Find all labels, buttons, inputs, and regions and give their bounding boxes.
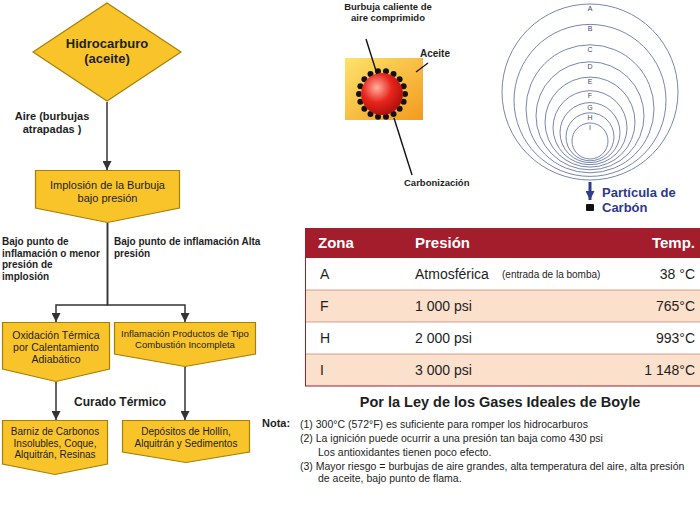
particle-label: Partícula de Carbón xyxy=(602,186,698,216)
callout-label: Aceite xyxy=(420,48,470,60)
text-wrap: Oxidación Térmica por Calentamiento Adia… xyxy=(2,322,110,381)
leader-line xyxy=(416,63,428,72)
decision-diamond xyxy=(33,3,181,101)
connector xyxy=(55,382,57,420)
table-cell: 38 °C xyxy=(615,266,695,282)
process-shape xyxy=(115,323,256,367)
node-text: Barniz de Carbonos Insolubles, Coque, Al… xyxy=(7,426,103,461)
node-text: Hidrocarburo (aceite) xyxy=(57,37,157,67)
contour-line xyxy=(553,91,627,165)
zone-letter: I xyxy=(585,124,595,131)
node-text: Implosión de la Burbuja bajo presión xyxy=(40,179,175,204)
zone-letter: H xyxy=(585,114,595,121)
oil-block xyxy=(345,58,423,120)
result-box: Depósitos de Hollín, Alquitrán y Sedimen… xyxy=(122,420,250,463)
zone-letter: C xyxy=(585,46,595,53)
table-cell: Atmosférica xyxy=(415,266,501,282)
note-heading: Nota: xyxy=(262,417,300,430)
table-cell: H xyxy=(320,330,360,346)
zone-letter: F xyxy=(585,92,595,99)
carbon-particle xyxy=(586,204,594,211)
table-cell: F xyxy=(320,298,360,314)
arrow xyxy=(589,182,592,200)
table-border xyxy=(306,229,700,387)
table-header: Presión xyxy=(415,234,535,251)
process-box: Oxidación Térmica por Calentamiento Adia… xyxy=(2,322,110,382)
zone-letter: D xyxy=(585,63,595,70)
contour-line xyxy=(545,77,635,167)
zone-letter: B xyxy=(585,25,595,32)
leader-line xyxy=(394,118,412,175)
leader-line xyxy=(366,39,377,74)
hot-bubble xyxy=(361,73,403,115)
contour-line xyxy=(560,103,620,163)
table-row xyxy=(305,322,700,354)
contour-line xyxy=(514,24,666,176)
table-cell: 993°C xyxy=(615,330,695,346)
table-row xyxy=(305,290,700,322)
node-text: Depósitos de Hollín, Alquitrán y Sedimen… xyxy=(127,426,245,449)
node-text: Inflamación Productos de Tipo Combustión… xyxy=(119,329,251,351)
contour-line xyxy=(502,4,678,180)
table-cell: (entrada de la bomba) xyxy=(502,269,614,281)
table-cell: 2 000 psi xyxy=(415,330,565,346)
note-text: Los antioxidantes tienen poco efecto. xyxy=(318,446,696,458)
contour-line xyxy=(536,62,644,170)
connector xyxy=(106,102,108,170)
text-wrap: Depósitos de Hollín, Alquitrán y Sedimen… xyxy=(122,420,250,463)
process-shape xyxy=(3,323,110,382)
text-wrap: Implosión de la Burbuja bajo presión xyxy=(35,170,180,222)
edge-label: Bajo punto de inflamación Alta presión xyxy=(114,236,264,259)
table-row xyxy=(305,354,700,386)
edge-label: Bajo punto de inflamación o menor presió… xyxy=(2,236,102,282)
table-header: Temp. xyxy=(600,234,695,251)
text-wrap: Barniz de Carbonos Insolubles, Coque, Al… xyxy=(2,420,108,475)
result-box: Barniz de Carbonos Insolubles, Coque, Al… xyxy=(2,420,108,475)
table-cell: 3 000 psi xyxy=(415,362,565,378)
process-box: Inflamación Productos de Tipo Combustión… xyxy=(114,322,256,367)
note-text: (2) La ignición puede ocurrir a una pres… xyxy=(300,432,696,444)
table-header-band xyxy=(305,228,700,258)
contour-line xyxy=(572,123,608,159)
callout-label: Carbonización xyxy=(404,178,494,189)
table-cell: 1 148°C xyxy=(615,362,695,378)
table-rules xyxy=(305,290,700,354)
table-row xyxy=(305,258,700,290)
process-shape xyxy=(36,171,180,223)
callout-label: Burbuja caliente de aire comprimido xyxy=(340,2,436,24)
note-text: (3) Mayor riesgo = burbujas de aire gran… xyxy=(300,460,696,484)
pressure-contours xyxy=(502,4,678,180)
table-cell: 765°C xyxy=(615,298,695,314)
process-shape xyxy=(3,421,108,475)
stage-label: Curado Térmico xyxy=(68,396,172,410)
contour-line xyxy=(566,113,614,161)
zone-letter: A xyxy=(585,5,595,12)
process-box: Implosión de la Burbuja bajo presión xyxy=(35,170,180,223)
contour-line xyxy=(526,45,654,173)
zone-letter: G xyxy=(585,104,595,111)
table-title: Por la Ley de los Gases Ideales de Boyle xyxy=(320,394,680,411)
start-diamond: Hidrocarburo (aceite) xyxy=(32,2,182,102)
table-cell: 1 000 psi xyxy=(415,298,565,314)
text-wrap: Inflamación Productos de Tipo Combustión… xyxy=(114,322,256,367)
table-cell: I xyxy=(320,362,360,378)
process-shape xyxy=(123,421,250,463)
table-header: Zona xyxy=(318,234,398,251)
carbon-dots xyxy=(356,68,408,119)
node-text: Oxidación Térmica por Calentamiento Adia… xyxy=(7,329,105,365)
table-cell: A xyxy=(320,266,360,282)
connector xyxy=(184,367,186,420)
edge-label: Aire (burbujas atrapadas ) xyxy=(4,110,100,135)
zone-letter: E xyxy=(585,78,595,85)
note-text: (1) 300°C (572°F) es suficiente para rom… xyxy=(300,418,696,430)
text-wrap: Hidrocarburo (aceite) xyxy=(57,2,157,67)
